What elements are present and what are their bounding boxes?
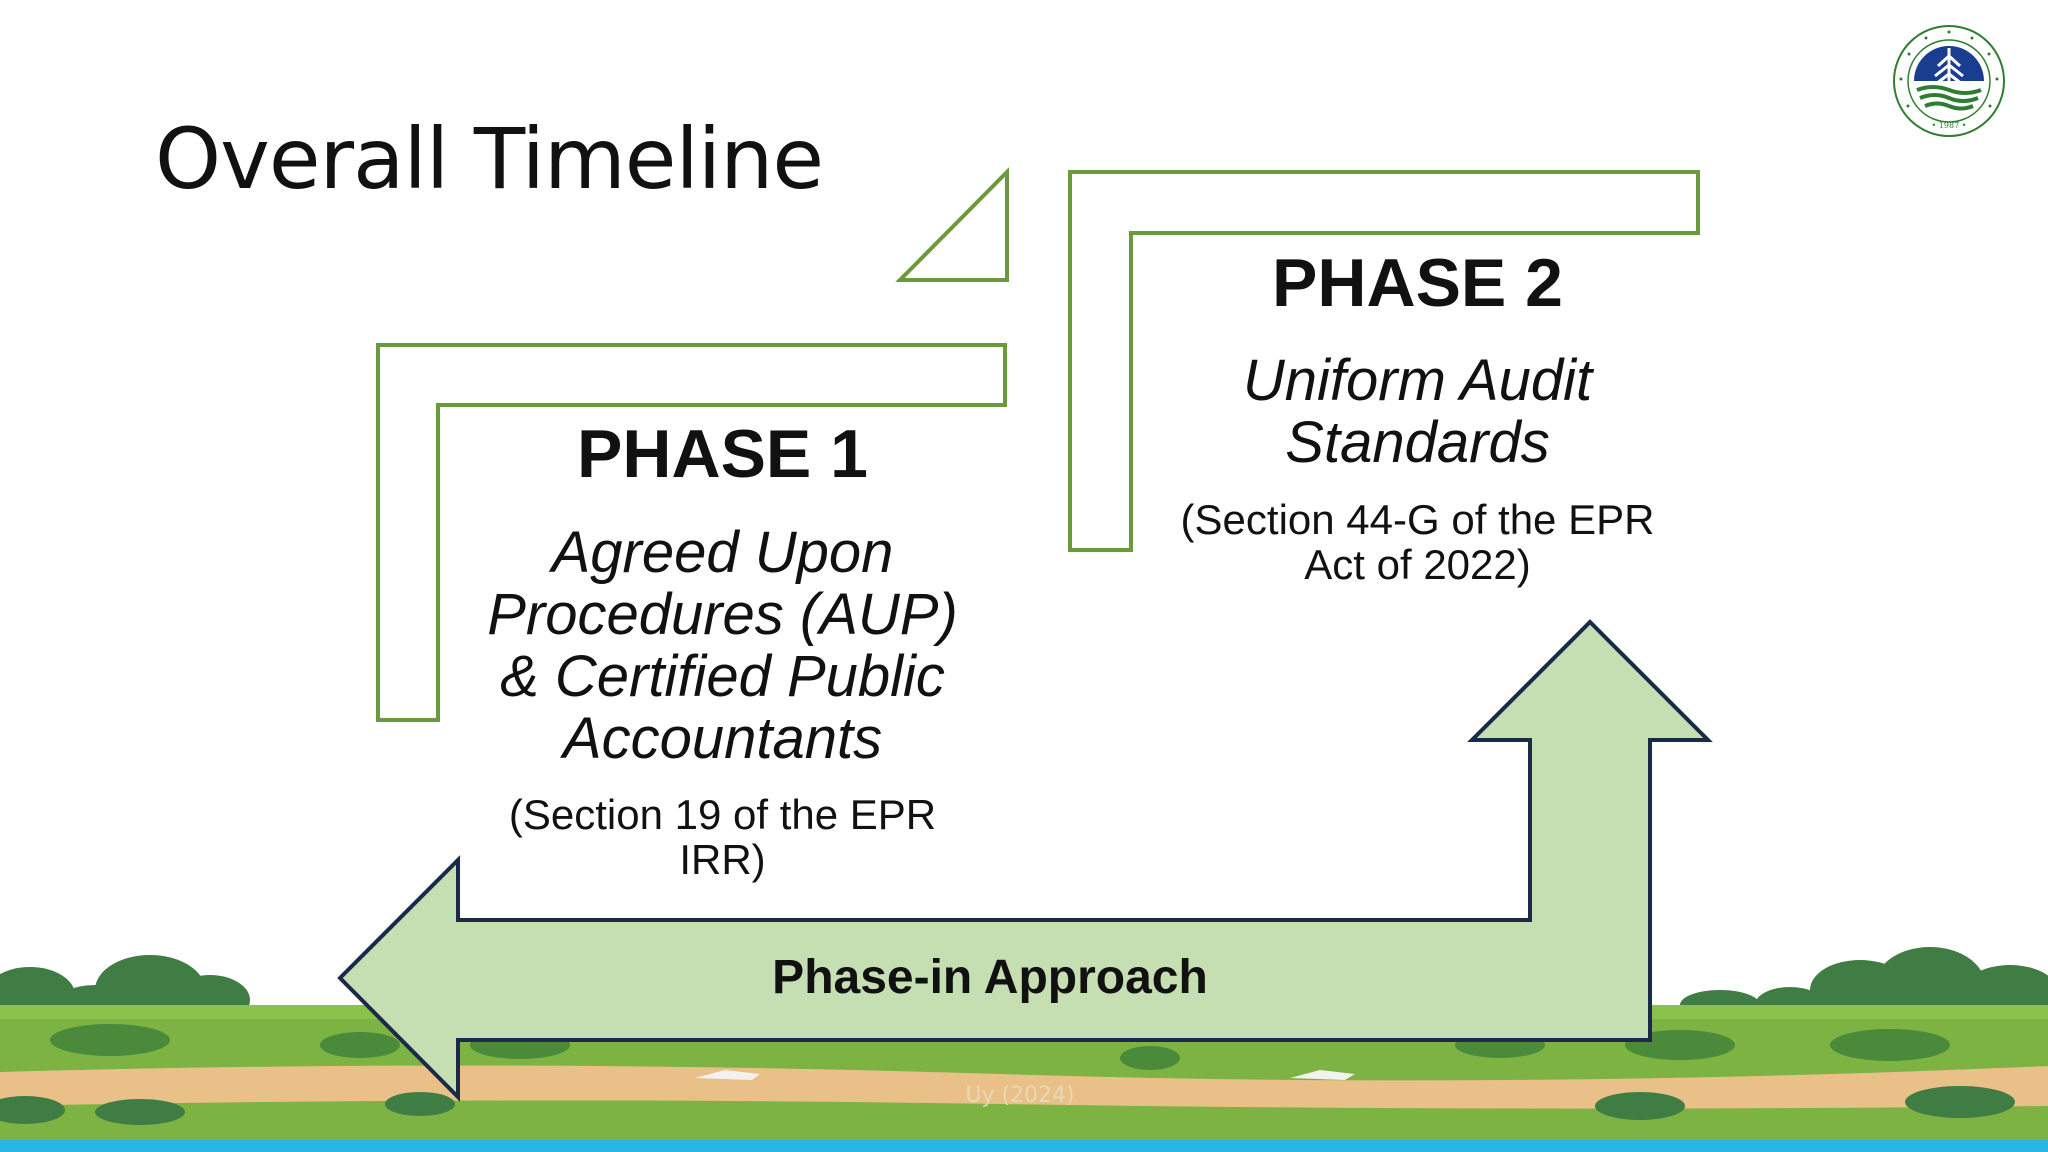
denr-seal-icon: • 1987 •	[1893, 25, 2005, 137]
phase1-subtitle-line: & Certified Public	[500, 644, 945, 709]
path-stones	[695, 1070, 1355, 1080]
phase2-heading: PHASE 2	[1272, 245, 1563, 321]
phase-connector-triangle	[895, 167, 1009, 282]
phase2-reference-line: (Section 44-G of the EPR	[1180, 496, 1655, 543]
water-strip	[0, 1140, 2048, 1152]
phase2-subtitle-line: Standards	[1285, 410, 1550, 475]
phase2-reference-line: Act of 2022)	[1304, 541, 1531, 588]
dirt-path	[0, 1065, 2048, 1109]
phase1-subtitle-line: Procedures (AUP)	[487, 582, 958, 647]
phase1-reference-line: (Section 19 of the EPR	[508, 791, 937, 838]
phase1-reference-line: IRR)	[679, 836, 766, 883]
citation: Uy (2024)	[965, 1083, 1075, 1108]
phase2-subtitle: Uniform Audit Standards	[1140, 350, 1695, 474]
bushes-mid	[50, 1024, 1950, 1070]
phase1-reference: (Section 19 of the EPR IRR)	[440, 792, 1005, 882]
phase1-outline	[376, 343, 1007, 722]
phase-in-approach-arrow	[337, 619, 1713, 1102]
phase2-subtitle-line: Uniform Audit	[1242, 348, 1593, 413]
phase1-heading: PHASE 1	[577, 416, 868, 492]
phase1-subtitle-line: Agreed Upon	[551, 520, 894, 585]
phase2-outline	[1068, 170, 1700, 552]
phase-in-approach-label: Phase-in Approach	[772, 951, 1208, 1004]
bushes-front	[0, 1086, 2015, 1125]
phase2-reference: (Section 44-G of the EPR Act of 2022)	[1140, 497, 1695, 587]
phase1-subtitle: Agreed Upon Procedures (AUP) & Certified…	[440, 522, 1005, 770]
svg-text:• 1987 •: • 1987 •	[1932, 121, 1967, 130]
phase1-subtitle-line: Accountants	[562, 706, 883, 771]
page-title: Overall Timeline	[155, 110, 824, 208]
